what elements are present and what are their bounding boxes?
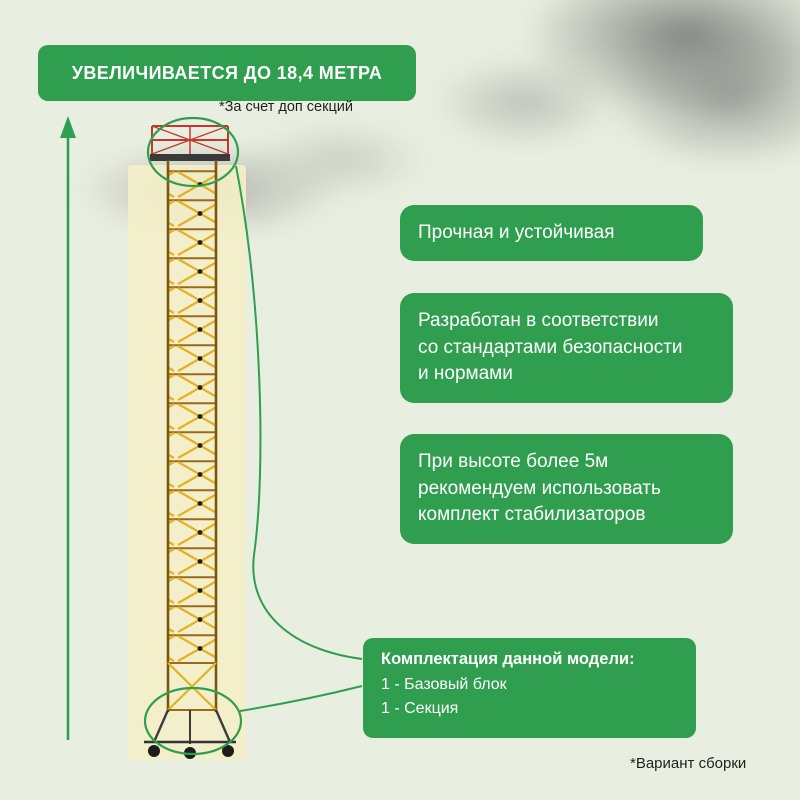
tower-lattice bbox=[168, 170, 216, 663]
platform-top bbox=[150, 125, 230, 161]
title-banner: УВЕЛИЧИВАЕТСЯ ДО 18,4 МЕТРА bbox=[38, 45, 416, 101]
feature-text: и нормами bbox=[418, 363, 513, 385]
package-item: 1 - Секция bbox=[381, 700, 459, 717]
feature-box-standards: Разработан в соответствии со стандартами… bbox=[400, 293, 733, 403]
assembly-note: *Вариант сборки bbox=[630, 755, 747, 772]
cloud-decoration bbox=[600, 20, 800, 170]
package-title: Комплектация данной модели: bbox=[381, 650, 635, 668]
feature-text: комплект стабилизаторов bbox=[418, 504, 646, 526]
feature-text: При высоте более 5м bbox=[418, 450, 609, 472]
cloud-decoration bbox=[430, 55, 620, 150]
feature-text: рекомендуем использовать bbox=[418, 477, 661, 499]
feature-text: Прочная и устойчивая bbox=[418, 221, 615, 243]
feature-text: Разработан в соответствии bbox=[418, 309, 659, 331]
up-arrow-icon bbox=[60, 116, 76, 740]
cloud-decoration bbox=[520, 0, 800, 115]
cloud-decoration bbox=[250, 120, 430, 200]
feature-text: со стандартами безопасности bbox=[418, 336, 683, 358]
package-box: Комплектация данной модели: 1 - Базовый … bbox=[363, 638, 696, 738]
package-item: 1 - Базовый блок bbox=[381, 676, 507, 693]
feature-box-stabilizers: При высоте более 5м рекомендуем использо… bbox=[400, 434, 733, 544]
feature-box-durability: Прочная и устойчивая bbox=[400, 205, 703, 261]
scaffold-tower-illustration bbox=[128, 125, 246, 760]
sections-note: *За счет доп секций bbox=[219, 99, 353, 115]
